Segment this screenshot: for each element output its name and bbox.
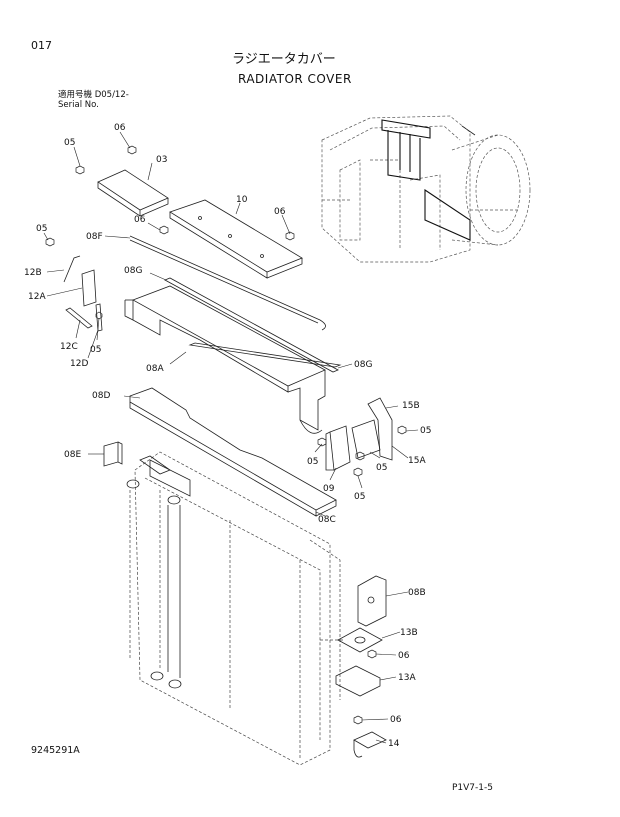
callout-05: 05 [420, 426, 431, 436]
leader-lines [43, 131, 419, 744]
callout-05: 05 [354, 492, 365, 502]
callout-09: 09 [323, 484, 335, 494]
callout-12C: 12C [60, 342, 78, 352]
callout-08F: 08F [86, 232, 103, 242]
callout-06: 06 [134, 215, 146, 225]
part-12C-strip [65, 307, 93, 329]
callout-13A: 13A [398, 673, 416, 683]
callout-12B: 12B [24, 268, 42, 278]
callout-08D: 08D [92, 391, 110, 401]
part-08A-bracket [124, 285, 326, 434]
callout-08G: 08G [354, 360, 372, 370]
radiator-pipes [126, 459, 191, 689]
bolts [45, 145, 407, 725]
part-08F-seal-strip [129, 235, 326, 331]
serial-label: Serial No. [58, 100, 99, 110]
part-08G-strip-upper [164, 277, 339, 373]
callout-05: 05 [90, 345, 101, 355]
part-13B-plate [337, 627, 383, 653]
callout-05: 05 [64, 138, 75, 148]
page-number: 017 [31, 39, 52, 52]
callout-08B: 08B [408, 588, 426, 598]
part-08E-block [103, 441, 123, 467]
callout-06: 06 [390, 715, 402, 725]
leader-overview [461, 125, 476, 136]
part-12B-hook [63, 255, 81, 283]
callout-08G: 08G [124, 266, 142, 276]
callout-15A: 15A [408, 456, 426, 466]
part-09-bracket [325, 425, 351, 471]
radiator-cover-highlight [381, 119, 471, 241]
serial-applicability: 適用号機 D05/12- [58, 90, 129, 100]
title-japanese: ラジエータカバー [232, 52, 336, 67]
part-13A-bracket [335, 665, 381, 697]
callout-06: 06 [114, 123, 126, 133]
title-english: RADIATOR COVER [238, 72, 352, 86]
part-15B-bracket [367, 397, 393, 461]
callout-08A: 08A [146, 364, 164, 374]
part-10-top-cover [169, 199, 303, 279]
part-08D-long-bar [129, 387, 337, 517]
radiator-core-illustration [129, 451, 345, 766]
part-08B-block [357, 575, 387, 627]
callout-14: 14 [388, 739, 400, 749]
part-14-bracket [353, 731, 387, 758]
part-08C-bracket [139, 455, 171, 475]
callout-06: 06 [274, 207, 286, 217]
drawing-number: 9245291A [31, 745, 80, 756]
callout-12A: 12A [28, 292, 46, 302]
callout-08C: 08C [318, 515, 336, 525]
callout-08E: 08E [64, 450, 81, 460]
part-08G-strip-lower [188, 342, 342, 368]
callout-06: 06 [398, 651, 410, 661]
callout-05: 05 [376, 463, 387, 473]
callout-13B: 13B [400, 628, 418, 638]
part-15A-plate [351, 419, 381, 459]
callout-labels: 06 05 03 10 06 06 08F 05 12B 08G 12A 12C… [24, 123, 431, 749]
callout-05: 05 [36, 224, 47, 234]
part-03-cover-plate [97, 169, 169, 217]
machine-overview-illustration [321, 115, 531, 263]
callout-05: 05 [307, 457, 318, 467]
callout-15B: 15B [402, 401, 420, 411]
page-reference: P1V7-1-5 [452, 783, 493, 793]
callout-12D: 12D [70, 359, 88, 369]
callout-10: 10 [236, 195, 248, 205]
part-12A-plate [81, 269, 97, 307]
part-12D-strip [95, 303, 103, 332]
callout-03: 03 [156, 155, 167, 165]
